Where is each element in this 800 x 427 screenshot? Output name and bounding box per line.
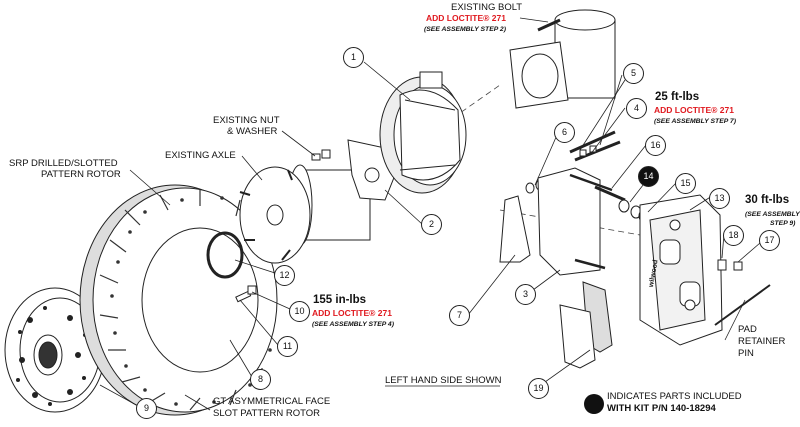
note-torque-155: 155 in-lbs bbox=[313, 294, 367, 306]
note-torque-30: 30 ft-lbs bbox=[745, 194, 790, 206]
callout-5: 5 bbox=[623, 63, 644, 84]
callout-3: 3 bbox=[515, 284, 536, 305]
callout-17: 17 bbox=[759, 230, 780, 251]
label-pad-pin-2: RETAINER bbox=[738, 336, 786, 347]
label-existing-nut: EXISTING NUT bbox=[213, 115, 280, 126]
note-torque-25: 25 ft-lbs bbox=[655, 91, 700, 103]
note-step-155: (SEE ASSEMBLY STEP 4) bbox=[312, 321, 394, 328]
existing-axle-tube bbox=[509, 9, 616, 109]
bolt-part-10 bbox=[235, 285, 257, 303]
rotor-hat-part-9 bbox=[4, 287, 106, 413]
label-srp-rotor-2: PATTERN ROTOR bbox=[41, 169, 121, 180]
caliper-part-13 bbox=[639, 194, 723, 346]
callout-19: 19 bbox=[528, 378, 549, 399]
callout-11: 11 bbox=[277, 336, 298, 357]
parking-brake-assembly-part-1 bbox=[379, 71, 467, 194]
note-loctite-155: ADD LOCTITE® 271 bbox=[312, 308, 392, 318]
spacer-part-14 bbox=[618, 199, 630, 213]
label-existing-axle: EXISTING AXLE bbox=[165, 150, 236, 161]
callout-8: 8 bbox=[250, 369, 271, 390]
note-step-30b: STEP 9) bbox=[770, 220, 796, 227]
callout-13: 13 bbox=[709, 188, 730, 209]
callout-15: 15 bbox=[675, 173, 696, 194]
note-bolt-loctite: ADD LOCTITE® 271 bbox=[426, 13, 506, 23]
callout-18: 18 bbox=[723, 225, 744, 246]
callout-12: 12 bbox=[274, 265, 295, 286]
callout-7: 7 bbox=[449, 305, 470, 326]
bolt-part-16 bbox=[594, 185, 626, 202]
shim-part-7 bbox=[499, 195, 531, 263]
bolts-part-4-5 bbox=[569, 130, 621, 162]
note-step-30a: (SEE ASSEMBLY bbox=[745, 211, 800, 218]
existing-axle bbox=[239, 164, 371, 264]
label-existing-bolt: EXISTING BOLT bbox=[451, 2, 523, 13]
label-washer: & WASHER bbox=[227, 126, 278, 137]
label-pad-pin-1: PAD bbox=[738, 324, 757, 335]
brake-pads-part-19 bbox=[559, 281, 613, 369]
o-ring-part-12 bbox=[206, 231, 244, 279]
label-srp-rotor-1: SRP DRILLED/SLOTTED bbox=[9, 158, 118, 169]
legend-black-dot bbox=[584, 394, 604, 414]
label-left-hand: LEFT HAND SIDE SHOWN bbox=[385, 375, 502, 386]
callout-14: 14 bbox=[638, 166, 659, 187]
leader-lines bbox=[99, 17, 761, 411]
label-gt-rotor-1: GT ASYMMETRICAL FACE bbox=[213, 396, 331, 407]
label-gt-rotor-2: SLOT PATTERN ROTOR bbox=[213, 408, 320, 419]
label-kit-note-1: INDICATES PARTS INCLUDED bbox=[607, 391, 742, 402]
callout-2: 2 bbox=[421, 214, 442, 235]
caliper-bracket-part-3 bbox=[537, 167, 601, 276]
callout-6: 6 bbox=[554, 122, 575, 143]
callout-16: 16 bbox=[645, 135, 666, 156]
existing-nut bbox=[311, 149, 331, 161]
callout-1: 1 bbox=[343, 47, 364, 68]
label-kit-note-2: WITH KIT P/N 140-18294 bbox=[607, 403, 716, 414]
srp-rotor-disc bbox=[79, 184, 278, 416]
callout-4: 4 bbox=[626, 98, 647, 119]
label-pad-pin-3: PIN bbox=[738, 348, 754, 359]
callout-10: 10 bbox=[289, 301, 310, 322]
note-step-25: (SEE ASSEMBLY STEP 7) bbox=[654, 118, 736, 125]
note-loctite-25: ADD LOCTITE® 271 bbox=[654, 105, 734, 115]
callout-9: 9 bbox=[136, 398, 157, 419]
note-bolt-step: (SEE ASSEMBLY STEP 2) bbox=[424, 26, 506, 33]
